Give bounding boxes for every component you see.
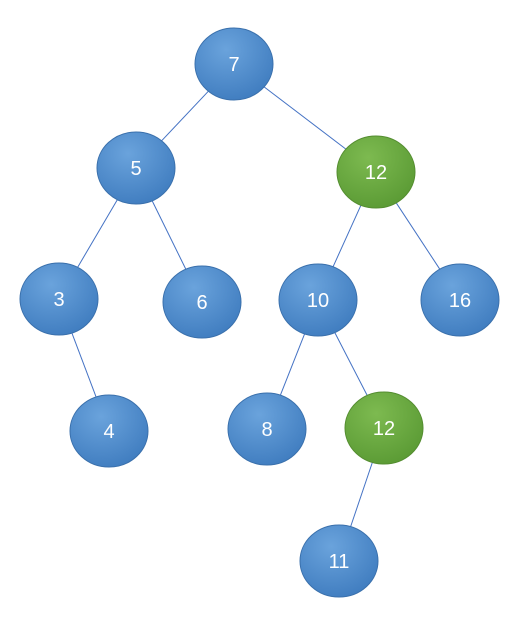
node-circle <box>344 391 424 465</box>
tree-node-n16: 16 <box>420 263 500 337</box>
edge-n10-n12b <box>334 332 368 396</box>
node-circle <box>96 131 176 205</box>
node-circle <box>19 262 99 336</box>
edge-n12b-n11 <box>350 462 373 527</box>
edge-n3-n4 <box>71 332 97 398</box>
tree-node-n6: 6 <box>162 265 242 339</box>
node-circle <box>299 524 379 598</box>
node-label: 12 <box>373 418 395 440</box>
tree-node-n5: 5 <box>96 131 176 205</box>
edges-layer <box>71 86 441 527</box>
node-label: 10 <box>307 290 329 312</box>
node-circle <box>69 394 149 468</box>
node-label: 7 <box>228 54 239 76</box>
tree-node-n7: 7 <box>194 27 274 101</box>
node-circle <box>278 263 358 337</box>
tree-node-n8: 8 <box>227 392 307 466</box>
node-circle <box>227 392 307 466</box>
tree-node-n3: 3 <box>19 262 99 336</box>
node-label: 8 <box>261 419 272 441</box>
node-label: 5 <box>130 158 141 180</box>
tree-node-n4: 4 <box>69 394 149 468</box>
node-circle <box>162 265 242 339</box>
edge-n12a-n16 <box>395 202 441 270</box>
node-circle <box>194 27 274 101</box>
node-label: 4 <box>103 421 114 443</box>
edge-n10-n8 <box>279 333 306 396</box>
node-label: 6 <box>196 292 207 314</box>
node-label: 3 <box>53 289 64 311</box>
tree-node-n12b: 12 <box>344 391 424 465</box>
node-circle <box>336 135 416 209</box>
tree-node-n11: 11 <box>299 524 379 598</box>
nodes-layer: 7 5 12 3 6 10 16 4 8 12 11 <box>19 27 500 598</box>
edge-n5-n6 <box>151 200 187 270</box>
edge-n5-n3 <box>77 199 118 268</box>
edge-n12a-n10 <box>332 205 362 267</box>
node-label: 16 <box>449 290 471 312</box>
node-label: 12 <box>365 162 387 184</box>
tree-node-n10: 10 <box>278 263 358 337</box>
edge-n7-n5 <box>161 90 209 142</box>
tree-node-n12a: 12 <box>336 135 416 209</box>
node-label: 11 <box>329 551 350 573</box>
node-circle <box>420 263 500 337</box>
edge-n7-n12a <box>263 86 347 150</box>
